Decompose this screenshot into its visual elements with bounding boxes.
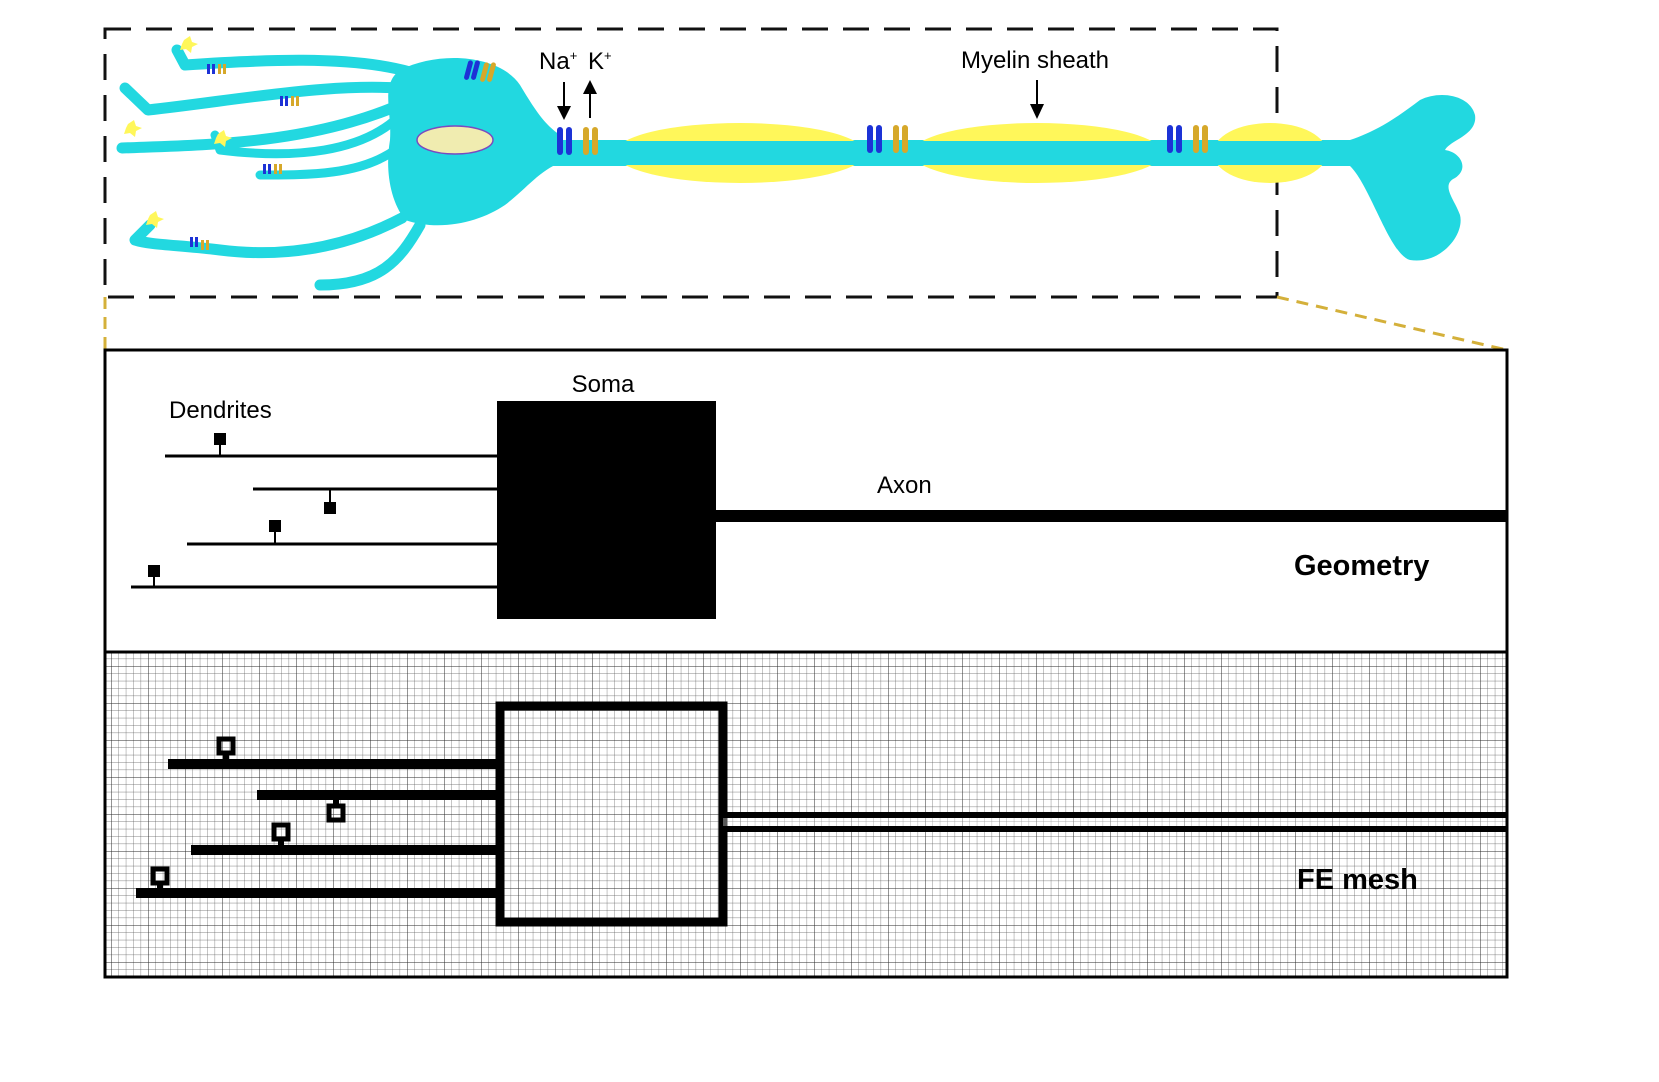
soma-label: Soma <box>572 371 635 398</box>
ion-channels-soma <box>464 60 496 82</box>
fe-mesh-title: FE mesh <box>1297 864 1418 896</box>
soma-block <box>497 401 716 619</box>
myelin-sheath-label: Myelin sheath <box>961 47 1109 74</box>
zoom-region-box <box>103 27 1279 299</box>
ion-channels-node-1 <box>557 127 598 155</box>
fe-mesh-panel: FE mesh <box>103 650 1509 979</box>
geometry-panel: Dendrites Soma Axon Geometry <box>103 348 1509 654</box>
nucleus <box>416 125 494 155</box>
ion-channels-node-2 <box>867 125 908 153</box>
k-label: K+ <box>588 48 612 75</box>
ion-channels-node-3 <box>1167 125 1208 153</box>
dendrites-label: Dendrites <box>169 397 272 424</box>
axon-label: Axon <box>877 472 932 499</box>
dendritic-spine-heads <box>124 36 232 228</box>
axon-line <box>716 510 1507 522</box>
axon-terminal <box>1350 95 1476 261</box>
spine-markers <box>148 433 336 587</box>
neuron-illustration: Na+ K+ Myelin sheath <box>103 27 1476 299</box>
k-label-group: K+ <box>588 48 612 75</box>
mesh-spines <box>150 736 346 893</box>
na-label-group: Na+ <box>539 48 577 75</box>
geometry-title: Geometry <box>1294 550 1429 582</box>
zoom-connector-lines <box>103 295 1508 352</box>
na-label: Na+ <box>539 48 577 75</box>
mesh-axon-band <box>723 812 1507 832</box>
ion-channels-dendrites <box>190 64 299 250</box>
dendrite-branches <box>116 44 426 291</box>
